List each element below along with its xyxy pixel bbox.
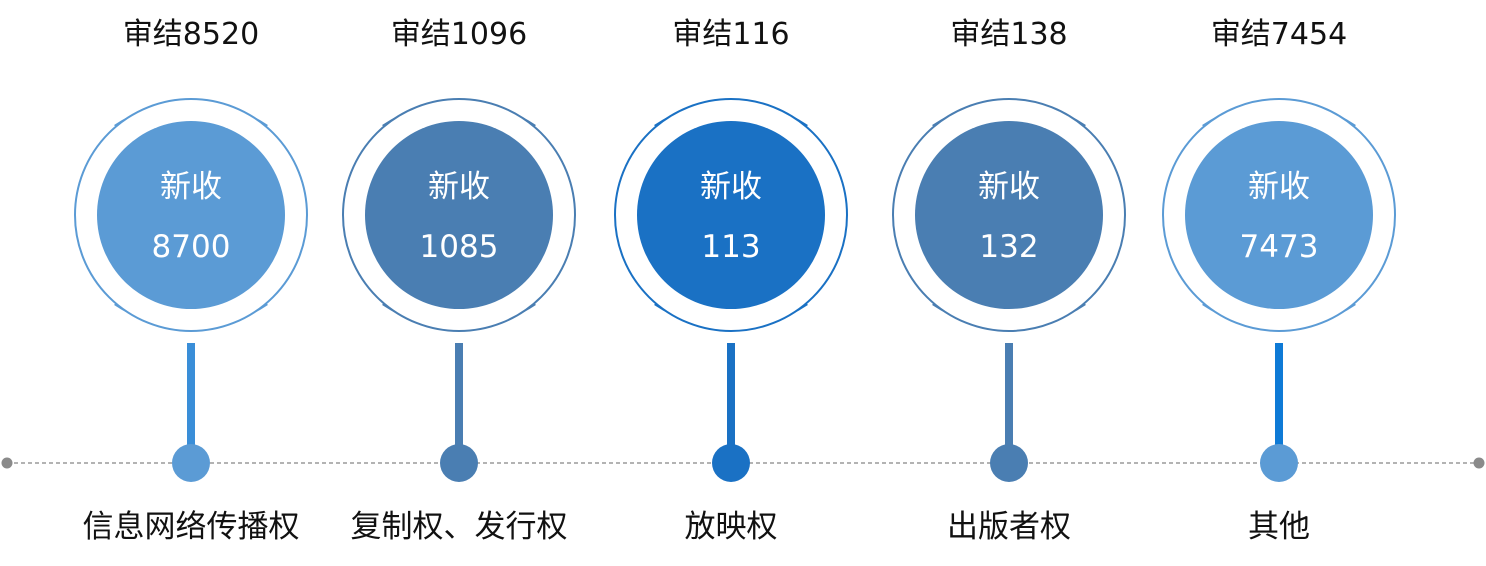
new-cases-label: 新收 [428,169,490,205]
timeline-node: 审结7454 新收 7473 其他 [1162,17,1396,545]
new-cases-value: 1085 [420,229,499,265]
timeline-dot [712,444,750,482]
new-cases-value: 132 [979,229,1038,265]
timeline-node: 审结116 新收 113 放映权 [614,17,848,545]
timeline-dot [1260,444,1298,482]
category-label: 复制权、发行权 [351,509,568,545]
inner-circle [915,121,1103,309]
timeline-dot [990,444,1028,482]
new-cases-label: 新收 [1248,169,1310,205]
timeline-nodes: 审结8520新收8700信息网络传播权审结1096新收1085复制权、发行权审结… [74,17,1396,545]
new-cases-value: 7473 [1240,229,1319,265]
concluded-label: 审结7454 [1211,17,1347,52]
inner-circle [365,121,553,309]
concluded-label: 审结8520 [123,17,259,52]
new-cases-label: 新收 [160,169,222,205]
timeline-dot [440,444,478,482]
concluded-label: 审结1096 [391,17,527,52]
inner-circle [1185,121,1373,309]
new-cases-value: 113 [701,229,760,265]
timeline-start-dot [1,457,13,469]
inner-circle [637,121,825,309]
timeline-dot [172,444,210,482]
category-label: 其他 [1248,509,1310,545]
timeline-node: 审结1096 新收 1085 复制权、发行权 [342,17,576,545]
timeline-end-dot [1473,457,1485,469]
category-label: 信息网络传播权 [83,509,300,545]
timeline-node: 审结138 新收 132 出版者权 [892,17,1126,545]
category-label: 放映权 [685,509,778,545]
concluded-label: 审结138 [950,17,1067,52]
new-cases-value: 8700 [152,229,231,265]
inner-circle [97,121,285,309]
new-cases-label: 新收 [978,169,1040,205]
category-label: 出版者权 [947,509,1071,545]
new-cases-label: 新收 [700,169,762,205]
concluded-label: 审结116 [672,17,789,52]
timeline-node: 审结8520 新收 8700 信息网络传播权 [74,17,308,545]
